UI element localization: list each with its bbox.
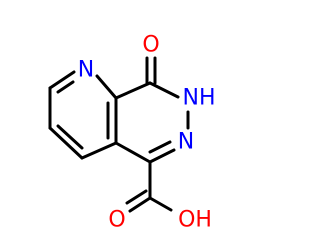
bond-c4-c4a <box>80 141 118 160</box>
bond-c8a-n1 <box>95 74 118 100</box>
carboxyl-oxygen-label: O <box>108 208 125 233</box>
molecule-diagram: O N NH N O OH <box>48 33 216 233</box>
bond-c3-c4-inner <box>56 124 84 150</box>
ketone-oxygen-label: O <box>142 33 159 58</box>
bonds <box>48 56 190 213</box>
atom-labels: O N NH N O OH <box>78 33 216 233</box>
bond-c8a-c8 <box>114 81 152 100</box>
bond-c3-c4 <box>48 126 84 160</box>
bond-cooh-o <box>128 196 152 213</box>
bond-c8-n7 <box>148 81 180 99</box>
bond-n6-c5-inner <box>148 140 172 154</box>
nh-label: NH <box>183 86 216 111</box>
bond-n6-c5 <box>148 148 176 164</box>
structure-svg: O N NH N O OH <box>48 33 216 233</box>
bond-cooh-oh <box>148 196 173 212</box>
bond-cooh-o-second <box>125 189 148 205</box>
bond-c5-c4a <box>114 141 152 164</box>
bond-n1-c2-inner <box>56 80 75 94</box>
pyridine-nitrogen-label: N <box>78 58 94 83</box>
ring-nitrogen-label: N <box>178 130 194 155</box>
hydroxyl-label: OH <box>178 208 212 233</box>
bond-n1-c2 <box>48 70 76 90</box>
